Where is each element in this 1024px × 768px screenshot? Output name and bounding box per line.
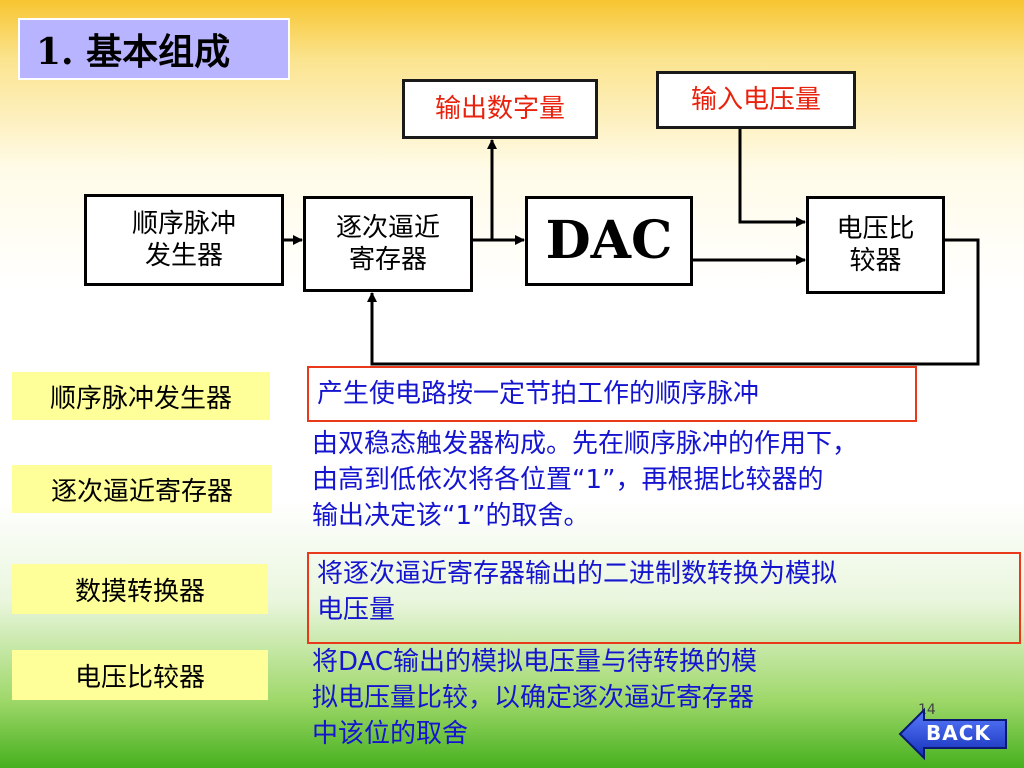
comparator-line-1: 电压比	[836, 214, 915, 244]
desc-sar-line-2: 由高到低依次将各位置“1”，再根据比较器的	[312, 465, 824, 495]
digital-output-label: 输出数字量	[434, 94, 565, 124]
digital-output-box: 输出数字量	[402, 79, 598, 139]
comparator-line-2: 较器	[849, 246, 902, 276]
wire-feedback	[367, 238, 980, 366]
label-pulse-generator: 顺序脉冲发生器	[12, 372, 270, 420]
desc-dac-line-1: 将逐次逼近寄存器输出的二进制数转换为模拟	[317, 559, 838, 589]
dac-label: DAC	[545, 210, 673, 271]
pulse-generator-line-1: 顺序脉冲	[131, 209, 236, 239]
sar-line-2: 寄存器	[348, 245, 427, 275]
dac-box: DAC	[525, 196, 693, 286]
desc-comparator-line-3: 中该位的取舍	[312, 719, 469, 749]
label-comparator: 电压比较器	[12, 650, 268, 700]
desc-dac-line-2: 电压量	[317, 595, 396, 625]
pulse-generator-box: 顺序脉冲发生器	[84, 194, 284, 286]
desc-sar-line-1: 由双稳态触发器构成。先在顺序脉冲的作用下，	[312, 429, 859, 459]
desc-sar-line-3: 输出决定该“1”的取舍。	[312, 501, 590, 531]
sar-box: 逐次逼近寄存器	[303, 196, 473, 292]
label-dac: 数摸转换器	[12, 564, 268, 614]
back-label: BACK	[926, 721, 991, 745]
pulse-generator-line-2: 发生器	[144, 241, 223, 271]
desc-dac: 将逐次逼近寄存器输出的二进制数转换为模拟 电压量	[307, 552, 1021, 644]
voltage-input-box: 输入电压量	[656, 71, 856, 129]
back-arrow-icon	[898, 707, 1007, 761]
sar-line-1: 逐次逼近	[335, 213, 440, 243]
desc-comparator-line-2: 拟电压量比较，以确定逐次逼近寄存器	[312, 683, 755, 713]
desc-pulse-generator: 产生使电路按一定节拍工作的顺序脉冲	[307, 366, 917, 422]
slide-title: 1. 基本组成	[18, 18, 290, 80]
desc-comparator: 将DAC输出的模拟电压量与待转换的模 拟电压量比较，以确定逐次逼近寄存器 中该位…	[312, 644, 912, 752]
wire-input-to-comparator	[738, 128, 806, 227]
back-button[interactable]: BACK	[898, 706, 1010, 762]
voltage-input-label: 输入电压量	[690, 85, 821, 115]
label-sar: 逐次逼近寄存器	[12, 465, 272, 513]
comparator-box: 电压比较器	[806, 196, 945, 294]
desc-sar: 由双稳态触发器构成。先在顺序脉冲的作用下， 由高到低依次将各位置“1”，再根据比…	[312, 426, 1024, 534]
desc-comparator-line-1: 将DAC输出的模拟电压量与待转换的模	[312, 647, 758, 677]
desc-pulse-generator-line-1: 产生使电路按一定节拍工作的顺序脉冲	[317, 379, 760, 409]
